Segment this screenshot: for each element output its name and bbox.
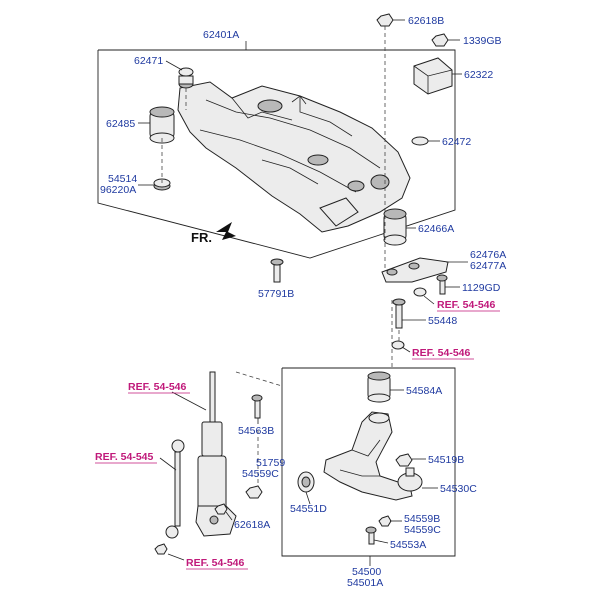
ref-label-1[interactable]: REF. 54-546: [437, 299, 496, 311]
nut-54559C-strut: [245, 485, 263, 499]
washer-62472: [411, 136, 429, 146]
subframe-crossmember: [177, 81, 411, 233]
label-54514: 54514: [108, 173, 137, 185]
ref-label-4[interactable]: REF. 54-545: [95, 451, 154, 463]
label-62401A: 62401A: [203, 29, 239, 41]
label-62485: 62485: [106, 118, 135, 130]
nut-1339GB: [431, 33, 449, 47]
label-62476A: 62476A: [470, 249, 506, 261]
label-96220A: 96220A: [100, 184, 136, 196]
label-1339GB: 1339GB: [463, 35, 502, 47]
label-54500: 54500: [352, 566, 381, 578]
label-62472: 62472: [442, 136, 471, 148]
label-54530C: 54530C: [440, 483, 477, 495]
bracket-62476A: [381, 257, 449, 283]
bushing-62471: [178, 67, 194, 89]
nut-62618A: [214, 503, 228, 515]
bolt-54553A: [365, 526, 377, 545]
leader-lines: [138, 19, 468, 566]
nut-ref: [391, 340, 405, 350]
label-62618A: 62618A: [234, 519, 270, 531]
ref-label-2[interactable]: REF. 54-546: [412, 347, 471, 359]
label-62471: 62471: [134, 55, 163, 67]
label-54551D: 54551D: [290, 503, 327, 515]
nut-54559B: [378, 515, 392, 527]
label-62466A: 62466A: [418, 223, 454, 235]
nut-54519B: [395, 453, 413, 467]
control-arm-frame: [281, 367, 456, 557]
subframe-frame: [97, 49, 456, 259]
label-1129GD: 1129GD: [462, 282, 501, 294]
washer-ref: [413, 287, 427, 297]
label-55448: 55448: [428, 315, 457, 327]
bolt-1129GD: [436, 274, 448, 295]
lower-control-arm: [323, 411, 413, 501]
bolt-55448: [392, 298, 406, 329]
stabilizer-link: [165, 439, 185, 539]
label-54584A: 54584A: [406, 385, 442, 397]
label-54501A: 54501A: [347, 577, 383, 589]
label-54553A: 54553A: [390, 539, 426, 551]
label-51759: 51759: [256, 457, 285, 469]
bushing-54551D: [297, 471, 315, 493]
ref-label-3[interactable]: REF. 54-546: [128, 381, 187, 393]
label-62618B: 62618B: [408, 15, 444, 27]
label-54559C-arm: 54559C: [404, 524, 441, 536]
ref-label-5[interactable]: REF. 54-546: [186, 557, 245, 569]
label-54519B: 54519B: [428, 454, 464, 466]
bushing-62485: [149, 106, 175, 144]
nut-62618B: [376, 13, 394, 27]
label-57791B: 57791B: [258, 288, 294, 300]
label-54559C-strut: 54559C: [242, 468, 279, 480]
bolt-54563B: [251, 394, 263, 419]
front-arrow-icon: [216, 222, 236, 240]
bushing-62466A: [383, 208, 407, 246]
bracket-62322: [413, 57, 453, 95]
label-62477A: 62477A: [470, 260, 506, 272]
strut-assembly: [195, 371, 237, 537]
label-62322: 62322: [464, 69, 493, 81]
label-54559B: 54559B: [404, 513, 440, 525]
label-54563B: 54563B: [238, 425, 274, 437]
ball-joint-54530C: [397, 467, 423, 492]
nut-ref-bottom: [154, 543, 168, 555]
front-marker: FR.: [191, 230, 212, 245]
bushing-54584A: [367, 371, 391, 424]
bolt-57791B: [270, 258, 284, 283]
